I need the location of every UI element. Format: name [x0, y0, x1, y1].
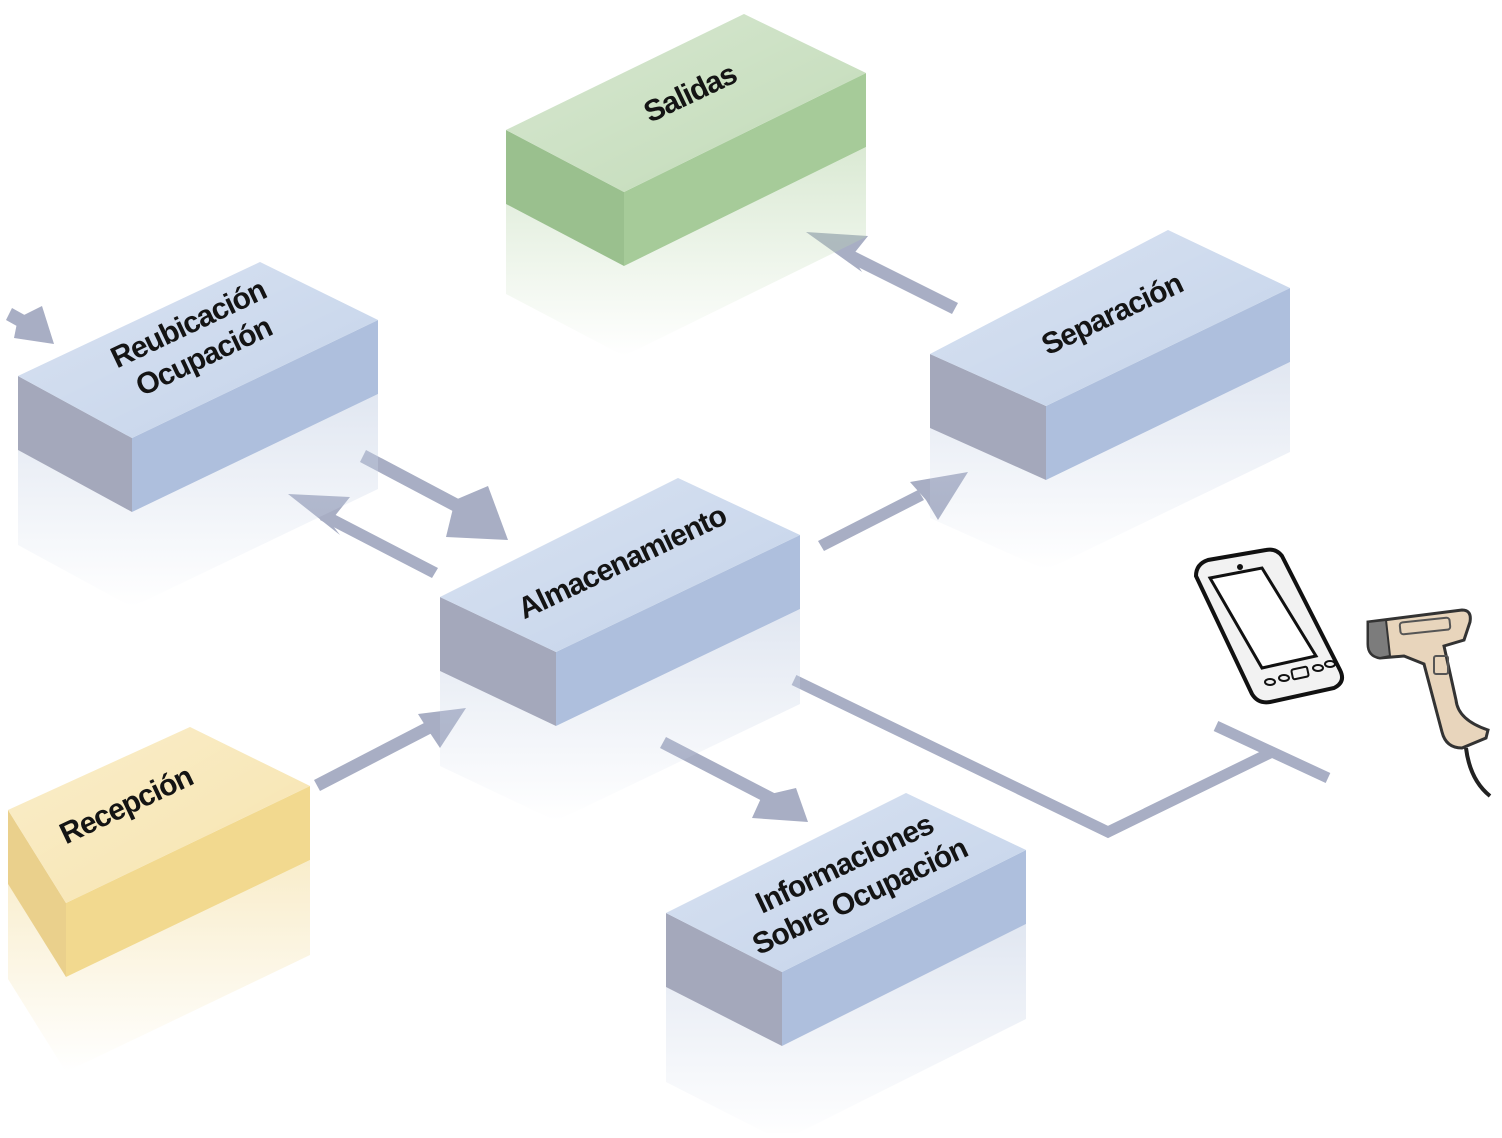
box-right-face [556, 535, 800, 726]
box-top-sheen [18, 262, 378, 438]
box-reflection [8, 860, 310, 1072]
box-reflection [506, 147, 866, 356]
box-left-face [8, 810, 66, 977]
box-top-sheen [8, 727, 310, 903]
box-salidas: Salidas [506, 14, 866, 356]
arrow-reubicacion-to-almacenamiento [360, 450, 508, 540]
box-reflection [18, 394, 378, 607]
box-right-face [624, 73, 866, 266]
box-left-face [440, 597, 556, 726]
box-reflection [440, 609, 800, 821]
box-right-face [132, 320, 378, 512]
box-top-sheen [930, 230, 1290, 406]
arrow-external-to-reubicacion [6, 306, 54, 344]
connector-to-devices [791, 675, 1331, 839]
box-reflection [666, 924, 1026, 1138]
box-top-sheen [440, 478, 800, 652]
box-left-face [18, 376, 132, 512]
pda-icon [1193, 547, 1344, 705]
box-right-face [1046, 288, 1290, 480]
barcode-scanner-icon [1366, 608, 1492, 798]
box-left-face [930, 354, 1046, 480]
box-top-sheen [666, 793, 1026, 972]
box-separacion: Separación [930, 230, 1290, 570]
box-reflection [930, 362, 1290, 570]
box-right-face [66, 786, 310, 977]
box-top-sheen [506, 14, 866, 192]
box-left-face [666, 913, 782, 1046]
box-left-face [506, 130, 624, 266]
box-recepcion: Recepción [8, 727, 310, 1072]
box-right-face [782, 850, 1026, 1046]
